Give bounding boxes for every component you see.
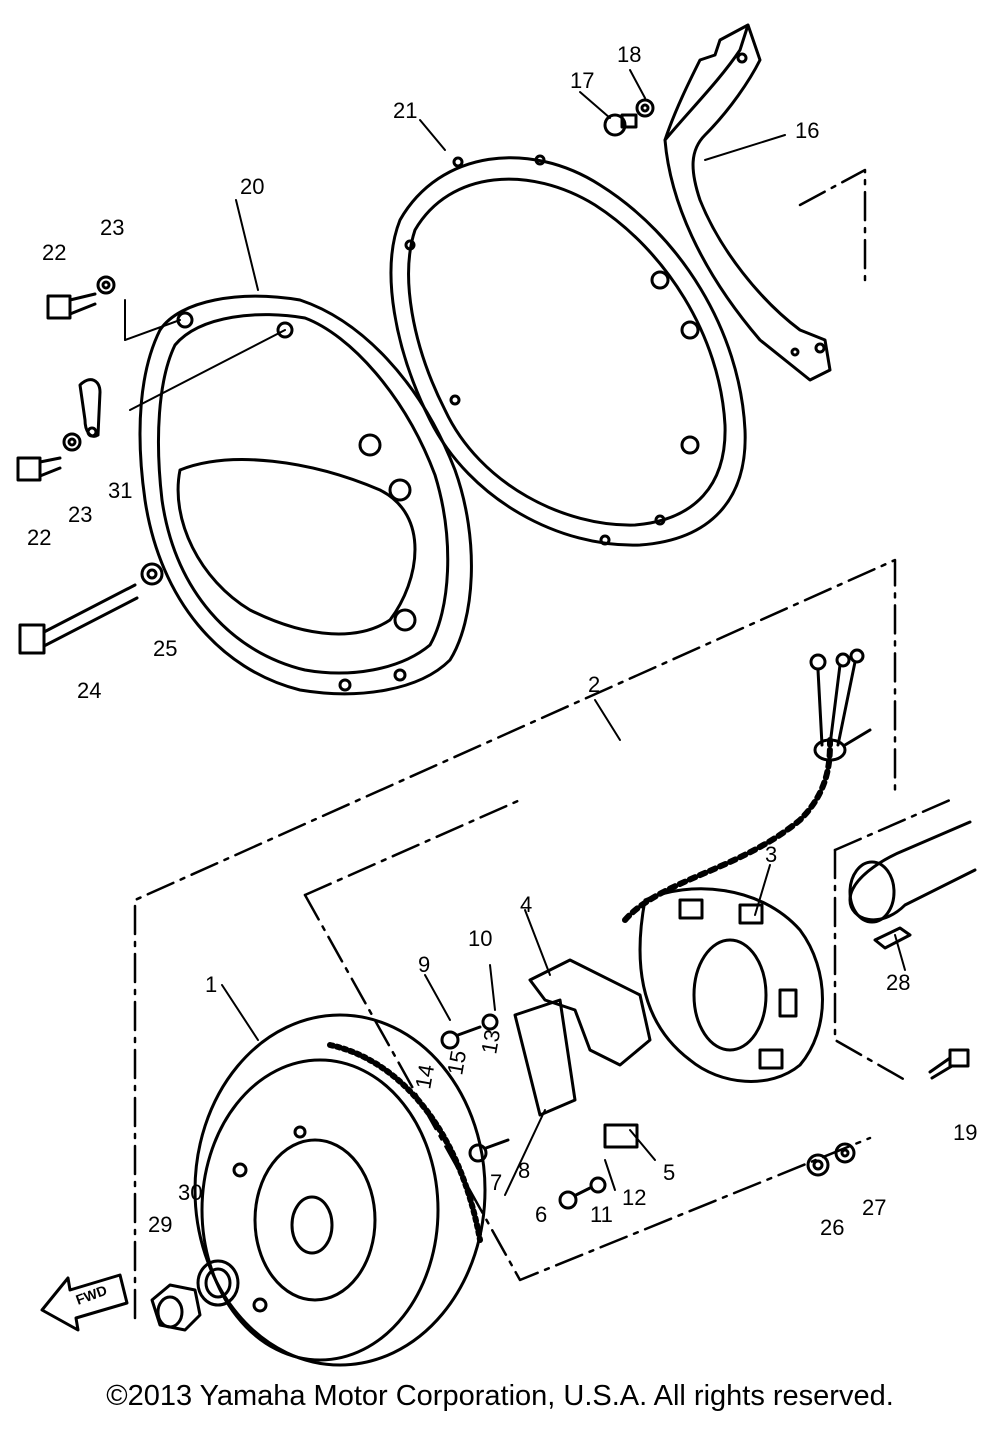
- leader-lines: [124, 69, 906, 1196]
- part-callout-27: 27: [862, 1195, 886, 1220]
- flywheel: [193, 1013, 487, 1367]
- pulser-coil: [513, 958, 652, 1117]
- part-callout-7: 7: [490, 1170, 502, 1195]
- washer-25: [140, 562, 164, 586]
- part-callout-9: 9: [418, 952, 430, 977]
- washer-23-lower: [62, 432, 82, 452]
- part-callout-23: 23: [100, 215, 124, 240]
- part-callout-5: 5: [663, 1160, 675, 1185]
- part-callout-22: 22: [27, 525, 51, 550]
- copyright-notice: ©2013 Yamaha Motor Corporation, U.S.A. A…: [106, 1380, 894, 1412]
- part-callout-8: 8: [518, 1158, 530, 1183]
- screw-17: [603, 113, 638, 137]
- part-callout-17: 17: [570, 68, 594, 93]
- washer-12: [589, 1176, 607, 1194]
- part-callout-4: 4: [520, 892, 532, 917]
- part-callout-10: 10: [468, 926, 492, 951]
- fwd-label: FWD: [74, 1282, 109, 1308]
- bracket: [663, 23, 832, 382]
- part-callout-21: 21: [393, 98, 417, 123]
- exploded-parts-diagram: 1234567891011121314151617181920212222232…: [16, 23, 977, 1367]
- part-callout-2: 2: [588, 672, 600, 697]
- washer-23-top: [96, 275, 116, 295]
- part-callout-13: 13: [476, 1027, 505, 1055]
- part-callout-28: 28: [886, 970, 910, 995]
- part-callout-31: 31: [108, 478, 132, 503]
- part-callout-22: 22: [42, 240, 66, 265]
- screw-11: [558, 1186, 592, 1210]
- screw-7: [468, 1138, 510, 1163]
- part-callout-30: 30: [178, 1180, 202, 1205]
- part-callout-20: 20: [240, 174, 264, 199]
- nut-29: [150, 1283, 202, 1332]
- wire-harness: [622, 648, 872, 923]
- clip-31: [78, 378, 102, 438]
- screw-9: [440, 1025, 482, 1050]
- washer-10: [481, 1013, 499, 1031]
- housing-cover: [138, 294, 473, 696]
- bolt-24: [18, 583, 139, 655]
- bolt-19: [928, 1048, 970, 1080]
- washer-18: [635, 98, 655, 118]
- part-callout-24: 24: [77, 678, 101, 703]
- fwd-arrow-icon: [40, 1273, 129, 1332]
- part-callout-19: 19: [953, 1120, 977, 1145]
- part-callout-15: 15: [442, 1048, 471, 1076]
- bolt-22-top: [46, 292, 97, 320]
- part-callout-29: 29: [148, 1212, 172, 1237]
- washer-30: [196, 1259, 240, 1307]
- stator-base: [638, 887, 824, 1083]
- part-callout-1: 1: [205, 972, 217, 997]
- part-callout-3: 3: [765, 842, 777, 867]
- washer-27: [834, 1142, 856, 1164]
- bolt-22-lower: [16, 456, 62, 482]
- connector-5: [603, 1123, 639, 1149]
- part-callout-6: 6: [535, 1202, 547, 1227]
- part-callout-12: 12: [622, 1185, 646, 1210]
- part-callout-23: 23: [68, 502, 92, 527]
- part-callout-25: 25: [153, 636, 177, 661]
- nut-26: [806, 1153, 830, 1177]
- part-callout-14: 14: [410, 1062, 439, 1090]
- part-callout-16: 16: [795, 118, 819, 143]
- cover-gasket: [389, 154, 747, 547]
- part-callout-26: 26: [820, 1215, 844, 1240]
- part-callout-18: 18: [617, 42, 641, 67]
- assembly-boundary: [133, 168, 952, 1320]
- key-28: [873, 926, 912, 950]
- crankshaft: [848, 820, 977, 924]
- part-callout-11: 11: [590, 1202, 613, 1227]
